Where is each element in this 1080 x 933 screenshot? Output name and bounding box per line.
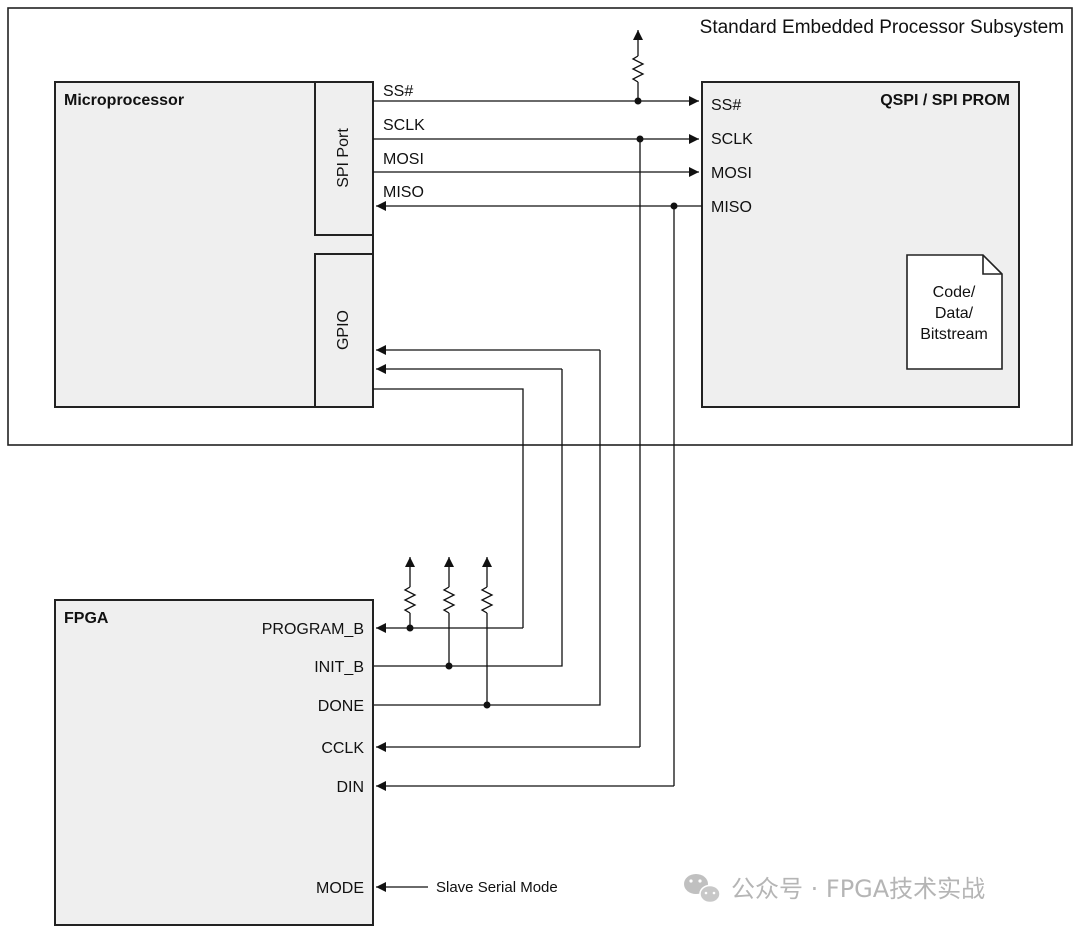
- prom-pin-mosi: MOSI: [711, 165, 752, 182]
- init-b-junction-dot: [445, 662, 453, 670]
- prom-title: QSPI / SPI PROM: [880, 92, 1010, 109]
- wechat-icon: [684, 874, 721, 904]
- init-b-pullup-resistor-icon: [442, 586, 456, 614]
- doc-line-2: Data/: [935, 305, 974, 322]
- prom-pin-ss: SS#: [711, 97, 741, 114]
- init-b-to-gpio-wire-a: [373, 369, 563, 667]
- spi-port-label: SPI Port: [335, 128, 352, 188]
- doc-line-3: Bitstream: [920, 326, 988, 343]
- gpio-block: [314, 253, 374, 408]
- gpio-to-program-b-wire-a: [373, 388, 524, 628]
- document-icon: [906, 254, 1003, 370]
- ss-pullup-resistor-icon: [631, 55, 645, 83]
- ss-junction-dot: [634, 97, 642, 105]
- fpga-pin-mode: MODE: [316, 880, 364, 897]
- done-pullup-resistor-icon: [480, 586, 494, 614]
- prom-pin-miso: MISO: [711, 199, 752, 216]
- done-to-gpio-wire-a: [373, 350, 601, 706]
- fpga-pin-cclk: CCLK: [321, 740, 364, 757]
- done-junction-dot: [483, 701, 491, 709]
- fpga-title: FPGA: [64, 610, 109, 627]
- fpga-pin-din: DIN: [336, 779, 364, 796]
- fpga-block: [54, 599, 374, 926]
- subsystem-title: Standard Embedded Processor Subsystem: [700, 17, 1064, 38]
- mode-note: Slave Serial Mode: [436, 879, 558, 896]
- bus-label-miso: MISO: [383, 184, 424, 201]
- program-b-junction-dot: [406, 624, 414, 632]
- fpga-pin-program-b: PROGRAM_B: [262, 621, 364, 638]
- gpio-label: GPIO: [335, 310, 352, 350]
- fpga-pin-done: DONE: [318, 698, 364, 715]
- microprocessor-title: Microprocessor: [64, 92, 184, 109]
- bus-label-sclk: SCLK: [383, 117, 425, 134]
- document-corner-icon: [982, 255, 1002, 275]
- fpga-pin-init-b: INIT_B: [314, 659, 364, 676]
- doc-line-1: Code/: [933, 284, 976, 301]
- bus-label-mosi: MOSI: [383, 151, 424, 168]
- program-b-pullup-resistor-icon: [403, 586, 417, 614]
- prom-pin-sclk: SCLK: [711, 131, 753, 148]
- sclk-junction-dot: [636, 135, 644, 143]
- watermark-text: 公众号 · FPGA技术实战: [731, 875, 985, 903]
- spi-port-block: [314, 81, 374, 236]
- miso-junction-dot: [670, 202, 678, 210]
- bus-label-ss: SS#: [383, 83, 413, 100]
